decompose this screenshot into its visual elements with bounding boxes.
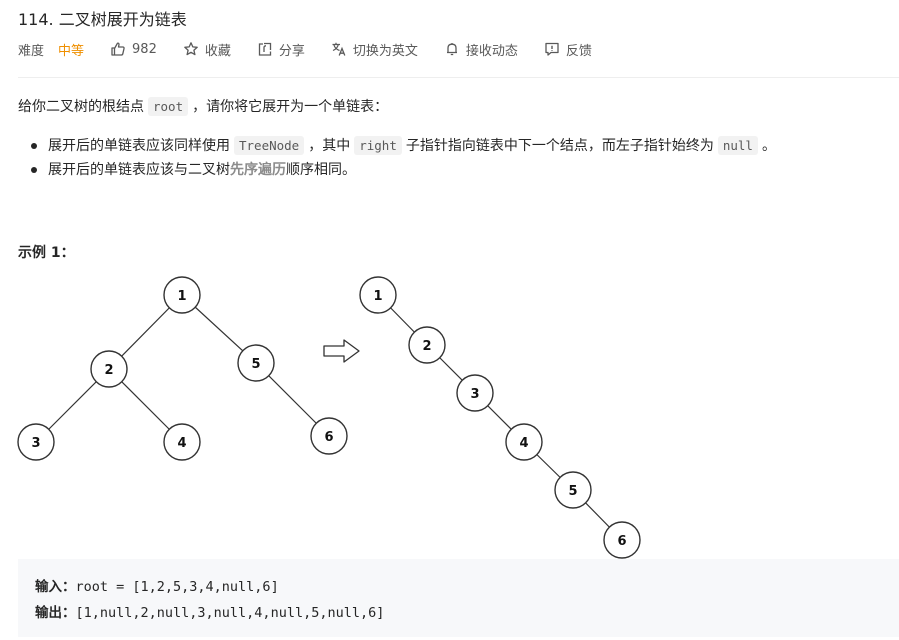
tree-node: 6: [310, 417, 348, 455]
svg-text:1: 1: [177, 289, 186, 304]
switch-language-button[interactable]: 切换为英文: [331, 40, 418, 59]
list-node: 1: [359, 276, 397, 314]
share-button[interactable]: 分享: [257, 40, 305, 59]
switch-language-label: 切换为英文: [352, 43, 418, 59]
preorder-term: 先序遍历: [230, 162, 286, 178]
desc-text: ，请你将它展开为一个单链表：: [192, 99, 389, 115]
svg-text:6: 6: [617, 534, 626, 549]
like-count: 982: [132, 41, 157, 57]
code-right: right: [354, 136, 402, 155]
favorite-button[interactable]: 收藏: [183, 40, 231, 59]
output-label: 输出：: [35, 605, 76, 621]
list-item: 展开后的单链表应该与二叉树先序遍历顺序相同。: [31, 158, 776, 182]
svg-text:1: 1: [373, 289, 382, 304]
example-title: 示例 1：: [18, 245, 75, 261]
bell-icon: [444, 41, 460, 57]
list-node: 6: [603, 521, 641, 559]
code-null: null: [717, 136, 758, 155]
feedback-label: 反馈: [565, 43, 592, 59]
svg-text:4: 4: [177, 436, 186, 451]
like-button[interactable]: 982: [110, 41, 157, 57]
svg-text:2: 2: [104, 363, 113, 378]
svg-text:3: 3: [31, 436, 40, 451]
output-value: [1,null,2,null,3,null,4,null,5,null,6]: [75, 605, 385, 621]
svg-text:4: 4: [519, 436, 528, 451]
problem-meta-bar: 难度 中等 982 收藏 分享 切换为英文 接收动态 反馈: [18, 39, 618, 59]
notify-button[interactable]: 接收动态: [444, 40, 518, 59]
divider: [18, 77, 899, 78]
example-diagram: 1 2 5 3 4 6 1 2 3 4 5 6: [17, 276, 641, 559]
favorite-label: 收藏: [204, 43, 231, 59]
list-node: 5: [554, 471, 592, 509]
code-root: root: [148, 97, 189, 116]
tree-node: 1: [163, 276, 201, 314]
right-arrow-icon: [323, 339, 360, 363]
svg-text:5: 5: [251, 357, 260, 372]
difficulty-value: 中等: [58, 43, 85, 59]
svg-text:5: 5: [568, 484, 577, 499]
thumbs-up-icon: [110, 41, 126, 57]
input-label: 输入：: [35, 579, 76, 595]
list-node: 2: [408, 326, 446, 364]
example-io-block: 输入：root = [1,2,5,3,4,null,6] 输出：[1,null,…: [18, 559, 899, 637]
feedback-button[interactable]: 反馈: [544, 40, 592, 59]
svg-text:3: 3: [470, 387, 479, 402]
tree-node: 2: [90, 350, 128, 388]
desc-text: 给你二叉树的根结点: [18, 99, 144, 115]
difficulty: 难度 中等: [18, 40, 84, 59]
share-icon: [257, 41, 273, 57]
code-treenode: TreeNode: [234, 136, 305, 155]
share-label: 分享: [278, 43, 305, 59]
tree-node: 5: [237, 344, 275, 382]
problem-title: 114. 二叉树展开为链表: [18, 10, 187, 29]
tree-node: 3: [17, 423, 55, 461]
example-input: 输入：root = [1,2,5,3,4,null,6]: [35, 575, 279, 595]
notify-label: 接收动态: [465, 43, 518, 59]
list-node: 4: [505, 423, 543, 461]
list-node: 3: [456, 374, 494, 412]
difficulty-label: 难度: [18, 43, 45, 59]
input-value: root = [1,2,5,3,4,null,6]: [75, 579, 279, 595]
translate-icon: [331, 41, 347, 57]
tree-node: 4: [163, 423, 201, 461]
example-output: 输出：[1,null,2,null,3,null,4,null,5,null,6…: [35, 601, 384, 621]
star-icon: [183, 41, 199, 57]
svg-text:6: 6: [324, 430, 333, 445]
svg-text:2: 2: [422, 339, 431, 354]
feedback-icon: [544, 41, 560, 57]
